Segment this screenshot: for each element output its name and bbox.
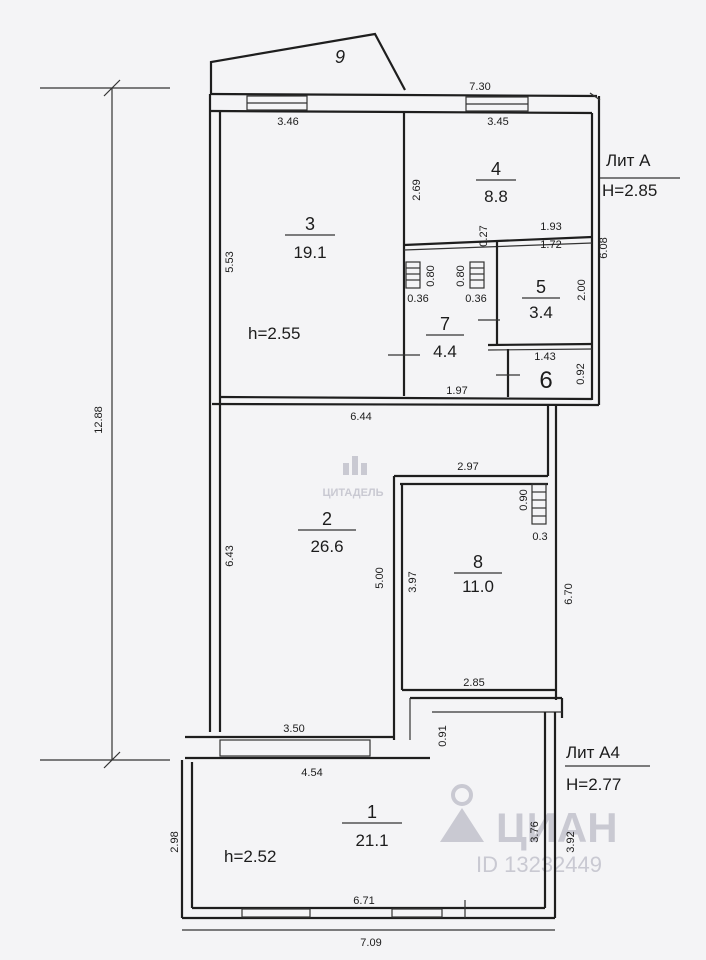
room-labels: 9 3 19.1 h=2.55 4 8.8 5 3.4 7 4.4 6 2 xyxy=(224,47,560,866)
room-4-area: 8.8 xyxy=(484,187,508,206)
dimension-lines xyxy=(40,79,680,931)
dim-350: 3.50 xyxy=(283,723,304,735)
room-7-label: 7 4.4 xyxy=(426,314,464,361)
room-9-label: 9 xyxy=(335,47,345,67)
room-3-label: 3 19.1 h=2.55 xyxy=(248,214,335,343)
room-3-height: h=2.55 xyxy=(248,324,300,343)
dim-197: 1.97 xyxy=(446,385,467,397)
cian-id-watermark: ID 13232449 xyxy=(476,852,602,877)
walls xyxy=(180,32,601,920)
dim-397: 3.97 xyxy=(407,571,419,592)
room-1-label: 1 21.1 h=2.52 xyxy=(224,802,402,866)
room-3-area: 19.1 xyxy=(293,243,326,262)
liter-labels: Лит А H=2.85 Лит А4 H=2.77 xyxy=(566,151,657,794)
liter-a4-height: H=2.77 xyxy=(566,775,621,794)
room-1-height: h=2.52 xyxy=(224,847,276,866)
dim-092: 0.92 xyxy=(575,363,587,384)
dim-376: 3.76 xyxy=(529,821,541,842)
dim-193: 1.93 xyxy=(540,221,561,233)
room-2-number: 2 xyxy=(322,509,332,529)
room-5-label: 5 3.4 xyxy=(522,277,560,322)
dim-297: 2.97 xyxy=(457,461,478,473)
citadel-watermark: ЦИТАДЕЛЬ xyxy=(322,456,384,499)
dim-298: 2.98 xyxy=(169,831,181,852)
dim-stair3-a: 0.90 xyxy=(518,489,530,510)
liter-a4-name: Лит А4 xyxy=(566,743,620,762)
room-4-number: 4 xyxy=(491,159,501,179)
dim-total-height: 12.88 xyxy=(93,406,105,434)
dim-room3-left: 5.53 xyxy=(224,251,236,272)
cian-watermark-text: ЦИАН xyxy=(496,804,618,851)
cian-watermark: ЦИАН ID 13232449 xyxy=(440,784,618,877)
room-3-number: 3 xyxy=(305,214,315,234)
liter-a-height: H=2.85 xyxy=(602,181,657,200)
dim-285: 2.85 xyxy=(463,677,484,689)
room-6-label: 6 xyxy=(539,367,552,394)
dim-stair1-a: 0.80 xyxy=(425,265,437,286)
dim-500: 5.00 xyxy=(374,567,386,588)
room-8-number: 8 xyxy=(473,552,483,572)
room-2-label: 2 26.6 xyxy=(298,509,356,556)
dim-stair3-b: 0.3 xyxy=(532,531,547,543)
dim-091: 0.91 xyxy=(437,725,449,746)
room-5-area: 3.4 xyxy=(529,303,553,322)
liter-a-name: Лит А xyxy=(606,151,651,170)
room-9-number: 9 xyxy=(335,47,345,67)
room-7-number: 7 xyxy=(440,314,450,334)
dim-454: 4.54 xyxy=(301,767,322,779)
dimension-labels: 7.30 3.46 3.45 2.69 5.53 6.08 12.88 0.80… xyxy=(93,81,610,949)
dim-stair2-b: 0.36 xyxy=(465,293,486,305)
dim-671: 6.71 xyxy=(353,895,374,907)
dim-room4-left: 2.69 xyxy=(411,179,423,200)
room-8-area: 11.0 xyxy=(462,577,494,596)
room-6-number: 6 xyxy=(539,367,552,394)
room-1-number: 1 xyxy=(367,802,377,822)
dim-room4-top: 3.45 xyxy=(487,116,508,128)
dim-172: 1.72 xyxy=(540,239,561,251)
dim-stair1-b: 0.36 xyxy=(407,293,428,305)
room-7-area: 4.4 xyxy=(433,342,457,361)
dim-027: 0.27 xyxy=(478,225,490,246)
room-5-number: 5 xyxy=(536,277,546,297)
dim-right-top: 6.08 xyxy=(598,237,610,258)
dim-room3-top: 3.46 xyxy=(277,116,298,128)
dim-643: 6.43 xyxy=(224,545,236,566)
dim-392: 3.92 xyxy=(565,831,577,852)
dim-644: 6.44 xyxy=(350,411,371,423)
dim-200: 2.00 xyxy=(576,279,588,300)
dim-709: 7.09 xyxy=(360,937,381,949)
dim-stair2-a: 0.80 xyxy=(455,265,467,286)
citadel-watermark-text: ЦИТАДЕЛЬ xyxy=(322,487,383,499)
room-4-label: 4 8.8 xyxy=(476,159,516,206)
room-2-area: 26.6 xyxy=(310,537,343,556)
room-8-label: 8 11.0 xyxy=(454,552,502,596)
dim-top-total: 7.30 xyxy=(469,81,490,93)
dim-670: 6.70 xyxy=(563,583,575,604)
room-1-area: 21.1 xyxy=(355,831,388,850)
dim-143: 1.43 xyxy=(534,351,555,363)
